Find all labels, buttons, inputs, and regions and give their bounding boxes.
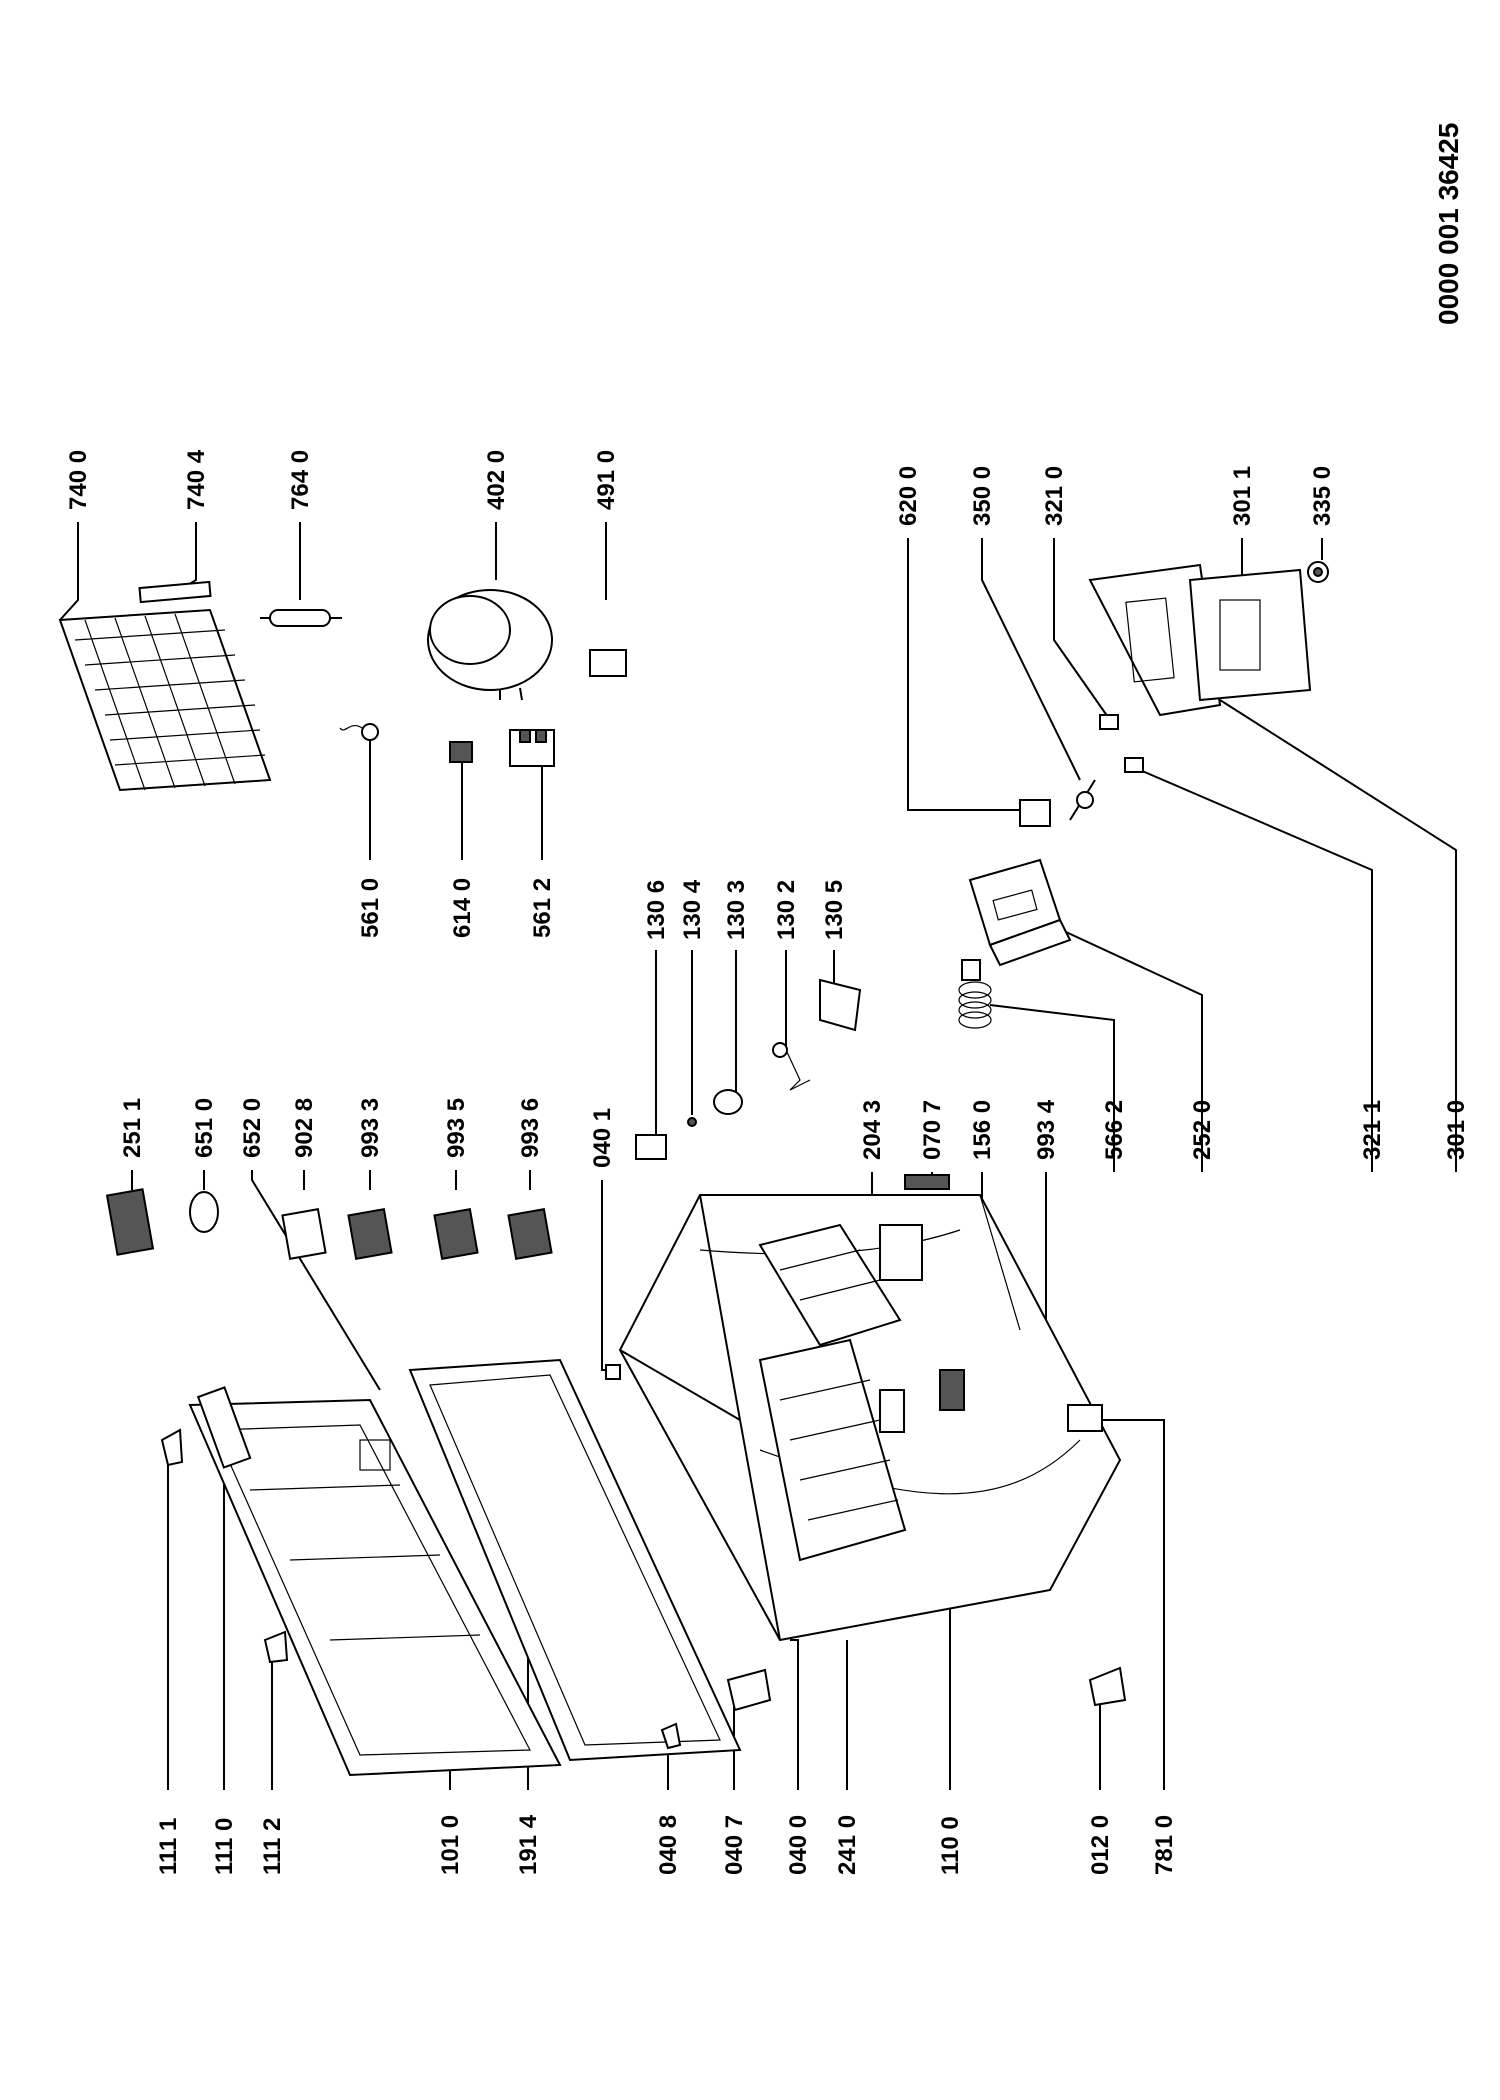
condenser-coil (58, 608, 272, 792)
compressor (427, 589, 553, 701)
label-156-0: 156 0 (969, 1100, 996, 1160)
basket (758, 1338, 907, 1562)
label-902-8: 902 8 (291, 1098, 318, 1158)
part-561-2 (509, 729, 555, 767)
label-241-0: 241 0 (834, 1815, 861, 1875)
control-panel-cover (1188, 568, 1312, 702)
part-321-1 (1124, 757, 1144, 773)
label-111-0: 111 0 (211, 1818, 238, 1875)
label-040-1: 040 1 (589, 1108, 616, 1168)
part-993-5 (433, 1208, 479, 1260)
label-993-6: 993 6 (517, 1098, 544, 1158)
part-130-5 (819, 978, 862, 1032)
label-321-0: 321 0 (1041, 466, 1068, 526)
label-130-4: 130 4 (679, 879, 706, 940)
label-561-0: 561 0 (357, 878, 384, 938)
thermostat-box (968, 858, 1072, 967)
part-321-0 (1099, 714, 1119, 730)
label-764-0: 764 0 (287, 450, 314, 510)
label-251-1: 251 1 (119, 1098, 146, 1158)
part-781-0 (1067, 1404, 1103, 1432)
label-130-6: 130 6 (643, 880, 670, 940)
spring (958, 959, 992, 1029)
label-130-5: 130 5 (821, 880, 848, 940)
label-993-3: 993 3 (357, 1098, 384, 1158)
part-012-0 (1088, 1666, 1127, 1707)
label-614-0: 614 0 (449, 878, 476, 938)
part-130-6 (635, 1134, 667, 1160)
label-301-1: 301 1 (1229, 466, 1256, 526)
label-740-0: 740 0 (65, 450, 92, 510)
document-number: 0000 001 36425 (1433, 123, 1464, 325)
part-614 (449, 741, 473, 763)
part-993-6 (507, 1208, 553, 1260)
label-402-0: 402 0 (483, 450, 510, 510)
label-040-8: 040 8 (655, 1815, 682, 1875)
label-040-7: 040 7 (721, 1815, 748, 1875)
label-191-4: 191 4 (515, 1814, 542, 1875)
label-111-2: 111 2 (259, 1818, 286, 1875)
part-110-0 (879, 1389, 905, 1433)
handle-111-0 (196, 1386, 252, 1469)
part-040-1 (605, 1364, 621, 1380)
part-130-3 (713, 1089, 743, 1115)
part-993-4 (939, 1369, 965, 1411)
label-040-0: 040 0 (785, 1815, 812, 1875)
label-781-0: 781 0 (1151, 1815, 1178, 1875)
label-204-3: 204 3 (859, 1100, 886, 1160)
part-491 (589, 649, 627, 677)
hinge-111-2 (263, 1630, 289, 1664)
label-993-4: 993 4 (1033, 1099, 1060, 1160)
part-labels: 111 1 111 0 111 2 101 0 191 4 040 8 040 … (65, 449, 1470, 1875)
hinge-111-1 (160, 1428, 184, 1467)
part-130-4 (687, 1117, 697, 1127)
part-251-1 (105, 1188, 155, 1256)
label-491-0: 491 0 (593, 450, 620, 510)
freezer-lid (188, 1398, 562, 1777)
label-993-5: 993 5 (443, 1098, 470, 1158)
label-350-0: 350 0 (969, 466, 996, 526)
part-040-8 (660, 1722, 682, 1750)
part-156-0 (879, 1224, 923, 1281)
part-350 (1069, 779, 1096, 821)
control-panel (1088, 563, 1222, 717)
part-651-0 (189, 1191, 219, 1233)
lid-gasket (408, 1358, 742, 1762)
label-130-3: 130 3 (723, 880, 750, 940)
part-902-8 (281, 1208, 327, 1260)
label-740-4: 740 4 (183, 449, 210, 510)
part-130-2 (772, 1042, 811, 1091)
label-110-0: 110 0 (937, 1816, 964, 1875)
label-561-2: 561 2 (529, 878, 556, 938)
label-070-7: 070 7 (919, 1100, 946, 1160)
part-561-0 (339, 723, 379, 741)
coil-bracket (138, 580, 212, 604)
part-620 (1019, 799, 1051, 827)
label-111-1: 111 1 (155, 1818, 182, 1875)
label-652-0: 652 0 (239, 1098, 266, 1158)
knob (1307, 561, 1329, 583)
label-012-0: 012 0 (1087, 1815, 1114, 1875)
label-651-0: 651 0 (191, 1098, 218, 1158)
part-070-7 (904, 1174, 950, 1190)
divider (758, 1223, 902, 1347)
filter-drier (260, 609, 342, 627)
part-040-7 (726, 1668, 772, 1712)
label-101-0: 101 0 (437, 1815, 464, 1875)
label-130-2: 130 2 (773, 880, 800, 940)
label-335-0: 335 0 (1309, 466, 1336, 526)
label-620-0: 620 0 (895, 466, 922, 526)
part-993-3 (347, 1208, 393, 1260)
